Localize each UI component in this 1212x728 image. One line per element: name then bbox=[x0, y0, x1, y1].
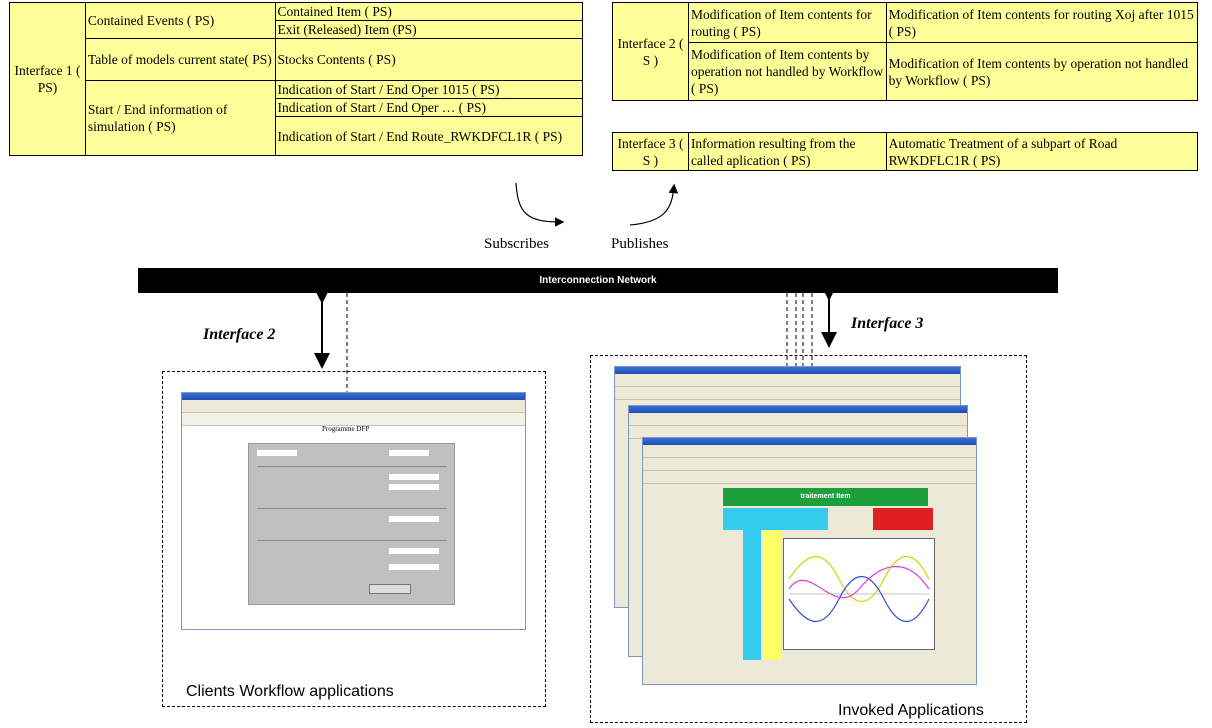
interface2-topics-table: Interface 2 ( S ) Modification of Item c… bbox=[612, 2, 1199, 101]
publishes-label: Publishes bbox=[611, 236, 669, 252]
subscribes-label: Subscribes bbox=[484, 236, 549, 252]
item-stocks-contents: Stocks Contents ( PS) bbox=[274, 38, 584, 81]
clients-workflow-box bbox=[162, 371, 546, 707]
automatic-treatment: Automatic Treatment of a subpart of Road… bbox=[885, 132, 1199, 171]
publishes-arrow bbox=[629, 183, 679, 226]
modification-operation-detail: Modification of Item contents by operati… bbox=[885, 42, 1199, 101]
invoked-applications-label: Invoked Applications bbox=[838, 702, 984, 719]
excel-window-screenshot: traitement Item bbox=[642, 437, 977, 685]
information-called-app: Information resulting from the called ap… bbox=[687, 132, 887, 171]
interconnection-network-bar: Interconnection Network bbox=[138, 268, 1058, 293]
clients-form-panel bbox=[248, 443, 455, 605]
excel-banner: traitement Item bbox=[723, 488, 928, 506]
interface3-label: Interface 3 ( S ) bbox=[612, 132, 689, 171]
group-models-state: Table of models current state( PS) bbox=[84, 38, 276, 81]
item-route: Indication of Start / End Route_RWKDFCL1… bbox=[274, 116, 584, 156]
group-start-end: Start / End information of simulation ( … bbox=[84, 80, 276, 156]
interface3-topics-table: Interface 3 ( S ) Information resulting … bbox=[612, 132, 1199, 171]
interface1-topics-table: Interface 1 ( PS) Contained Events ( PS)… bbox=[9, 2, 584, 156]
item-oper-ellipsis: Indication of Start / End Oper … ( PS) bbox=[274, 98, 584, 117]
interface2-label: Interface 2 ( S ) bbox=[612, 2, 689, 101]
interface3-caption: Interface 3 bbox=[851, 315, 924, 332]
clients-workflow-label: Clients Workflow applications bbox=[186, 683, 394, 700]
clients-app-screenshot: Programme DFP bbox=[181, 392, 526, 630]
excel-sine-chart bbox=[783, 538, 935, 650]
modification-operation: Modification of Item contents by operati… bbox=[687, 42, 887, 101]
item-exit-item: Exit (Released) Item (PS) bbox=[274, 20, 584, 39]
subscribes-arrow bbox=[515, 182, 565, 227]
interface1-label: Interface 1 ( PS) bbox=[9, 2, 86, 156]
interface2-caption: Interface 2 bbox=[203, 326, 276, 343]
modification-routing-xoj: Modification of Item contents for routin… bbox=[885, 2, 1199, 43]
clients-screenshot-title: Programme DFP bbox=[322, 425, 370, 433]
invoked-applications-box bbox=[590, 355, 1027, 723]
